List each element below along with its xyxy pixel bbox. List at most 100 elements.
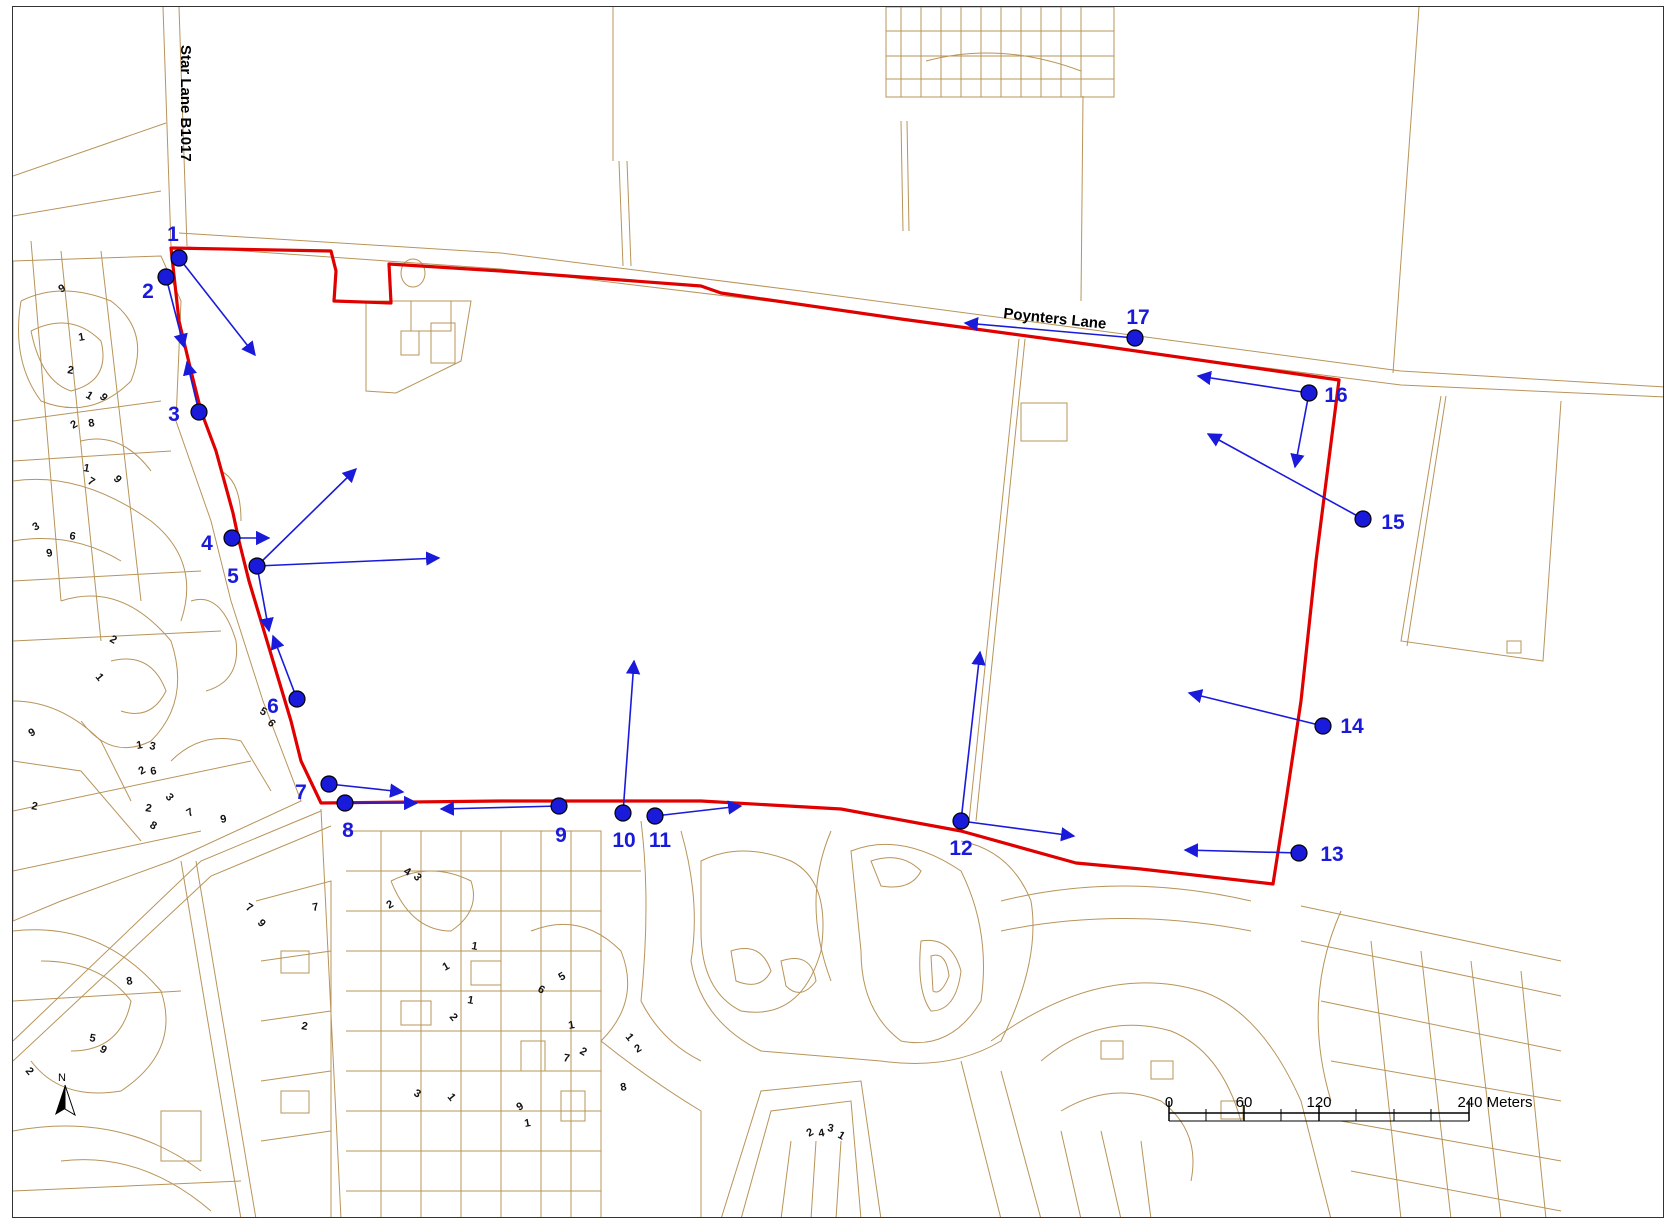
viewpoint-9-dot	[550, 797, 568, 815]
house-number-label: 2	[137, 764, 148, 777]
house-number-label: 5	[88, 1032, 96, 1045]
field-boundary	[13, 190, 162, 217]
house-number-label: 2	[23, 1065, 36, 1077]
viewpoint-3-dot	[190, 403, 208, 421]
north-arrow-icon: N	[55, 1072, 76, 1117]
viewpoint-14-arrow	[1187, 689, 1324, 727]
viewpoint-12-arrow	[960, 820, 1076, 842]
site-map: Star Lane B1017 Poynters Lane 9121928179…	[13, 7, 1663, 1217]
building	[430, 322, 456, 364]
viewpoint-5-label: 5	[227, 565, 239, 588]
house-number-label: 5	[258, 705, 269, 718]
house-number-label: 6	[536, 983, 547, 996]
basemap-linework	[13, 7, 1663, 1217]
viewpoint-13-arrow	[1183, 843, 1300, 858]
housing-estate-south-west	[13, 810, 332, 1217]
viewpoint-15-label: 15	[1381, 511, 1405, 534]
house-number-label: 9	[57, 282, 68, 295]
viewpoint-markers	[157, 249, 1372, 862]
viewpoint-arrows	[165, 257, 1364, 858]
pond	[400, 258, 426, 288]
field-line	[626, 160, 632, 267]
viewpoint-12-label: 12	[949, 837, 972, 860]
viewpoint-1-dot	[170, 249, 188, 267]
house-number-label: 1	[567, 1019, 575, 1032]
house-number-label: 2	[66, 364, 74, 377]
house-number-label: 3	[31, 520, 42, 533]
viewpoint-17-dot	[1126, 329, 1144, 347]
house-number-label: 2	[69, 418, 80, 431]
viewpoint-5-arrow	[256, 551, 441, 567]
viewpoint-14-dot	[1314, 717, 1332, 735]
viewpoint-2-arrow	[165, 276, 188, 349]
scale-tick-120: 120	[1306, 1094, 1331, 1111]
housing-estate-south-east	[960, 905, 1562, 1217]
house-number-label: 2	[447, 1011, 460, 1023]
house-number-label: 2	[30, 800, 38, 813]
house-number-label: 2	[578, 1045, 589, 1058]
house-number-label: 8	[125, 975, 133, 988]
house-number-label: 2	[385, 898, 396, 911]
viewpoint-11-label: 11	[649, 829, 672, 852]
house-number-label: 3	[826, 1122, 834, 1135]
viewpoint-5-arrow	[256, 565, 274, 633]
house-number-label: 4	[817, 1127, 826, 1140]
viewpoint-10-label: 10	[612, 829, 635, 852]
house-number-label: 1	[82, 462, 90, 475]
viewpoint-4-label: 4	[201, 532, 213, 555]
viewpoint-5-arrow	[256, 467, 358, 567]
house-number-label: 8	[148, 819, 159, 832]
viewpoint-12-dot	[952, 812, 970, 830]
viewpoint-8-dot	[336, 794, 354, 812]
house-number-label: 2	[144, 802, 152, 815]
viewpoint-13-label: 13	[1320, 843, 1343, 866]
house-number-label: 8	[619, 1081, 627, 1094]
house-number-label: 9	[98, 1043, 109, 1056]
field-line	[1080, 95, 1084, 302]
house-number-label: 7	[244, 901, 255, 914]
field-line	[1392, 7, 1420, 374]
house-number-label: 2	[805, 1126, 816, 1139]
house-number-label: 9	[255, 917, 268, 929]
building	[400, 330, 420, 356]
star-lane-edge-east	[178, 7, 188, 247]
viewpoint-9-arrow	[439, 801, 560, 816]
house-number-label: 6	[68, 530, 76, 543]
viewpoint-3-label: 3	[168, 403, 180, 426]
house-number-label: 1	[135, 739, 143, 752]
house-number-label: 2	[633, 1042, 644, 1055]
scale-tick-60: 60	[1236, 1094, 1253, 1111]
viewpoint-1-arrow	[178, 257, 256, 357]
viewpoint-4-dot	[223, 529, 241, 547]
field-line	[900, 120, 904, 232]
field-line	[618, 160, 624, 267]
house-number-label: 7	[562, 1052, 570, 1065]
house-number-label: 1	[93, 671, 106, 683]
poynters-lane-edge-north	[178, 232, 1663, 388]
road-label-star-lane: Star Lane B1017	[177, 45, 194, 162]
housing-estate-south	[320, 808, 882, 1217]
viewpoint-6-label: 6	[267, 695, 279, 718]
viewpoint-9-label: 9	[555, 824, 567, 847]
viewpoint-2-dot	[157, 268, 175, 286]
house-number-label: 1	[445, 1091, 458, 1103]
viewpoint-8-label: 8	[342, 819, 354, 842]
scale-tick-240: 240 Meters	[1457, 1094, 1532, 1111]
house-number-label: 1	[523, 1117, 531, 1130]
house-number-label: 1	[77, 331, 85, 344]
viewpoint-17-arrow	[963, 316, 1136, 339]
viewpoint-16-arrow	[1196, 370, 1310, 394]
house-number-label: 7	[86, 475, 97, 488]
viewpoint-11-arrow	[654, 800, 743, 817]
viewpoint-10-dot	[614, 804, 632, 822]
viewpoint-14-label: 14	[1340, 715, 1364, 738]
field-line	[906, 120, 910, 232]
scale-tick-0: 0	[1165, 1094, 1173, 1111]
house-number-label: 6	[265, 717, 278, 729]
house-number-label: 1	[470, 940, 478, 953]
viewpoint-1-label: 1	[167, 223, 179, 246]
viewpoint-16-arrow	[1290, 392, 1310, 469]
